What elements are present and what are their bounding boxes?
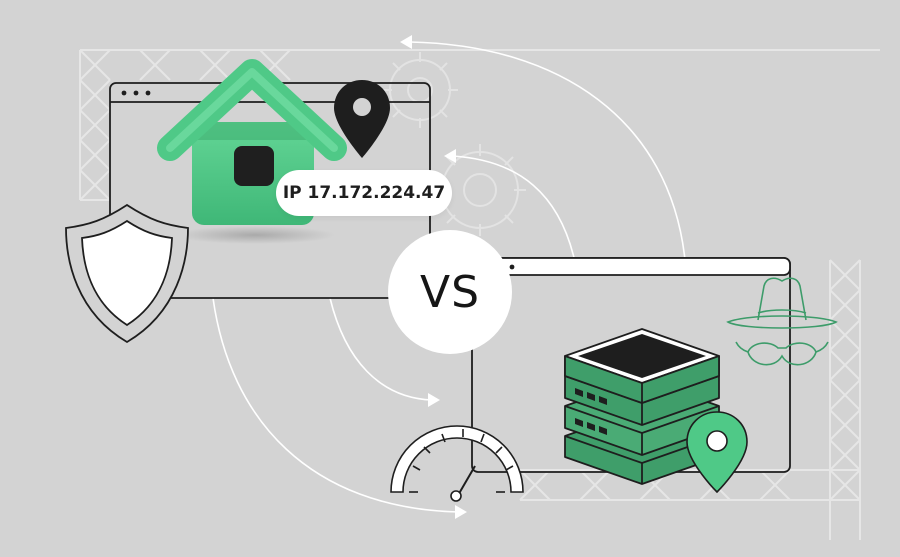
lattice-left [79, 49, 880, 201]
location-pin-icon [686, 411, 748, 494]
ip-address-badge: IP 17.172.224.47 [276, 170, 452, 216]
flow-arcs [212, 41, 686, 513]
spy-hat-icon [726, 277, 838, 366]
location-pin-icon [334, 80, 390, 158]
speedometer-icon [390, 425, 524, 502]
arc-arrowheads [400, 35, 467, 519]
house-shadow [175, 226, 335, 244]
shield-icon [65, 203, 189, 344]
gear-icon [382, 52, 526, 236]
versus-label: VS [388, 230, 512, 354]
